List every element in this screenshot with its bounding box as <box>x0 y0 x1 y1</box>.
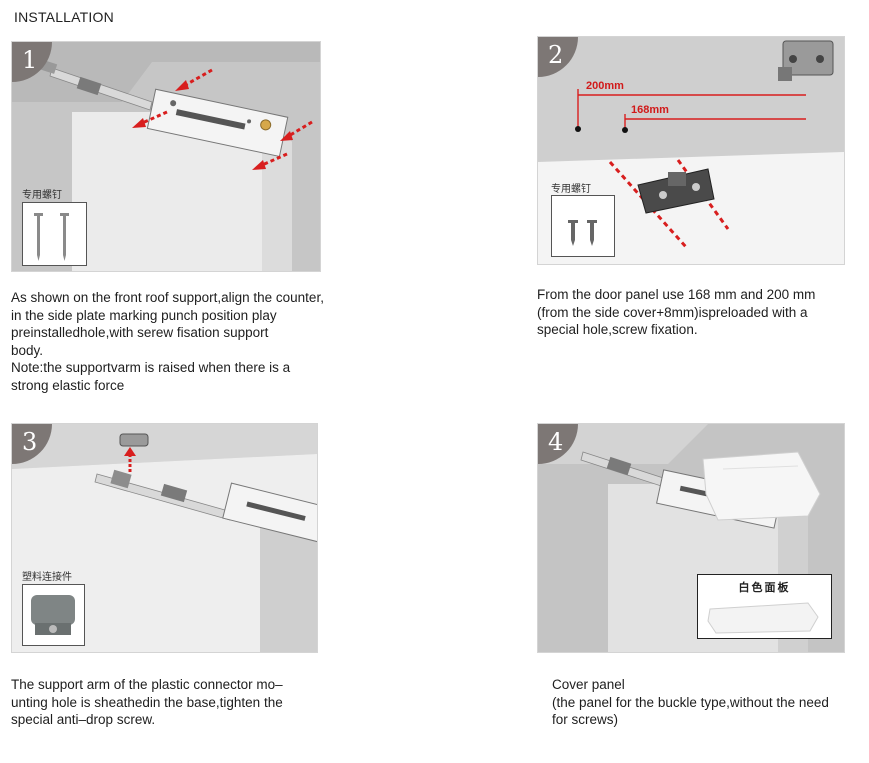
step-3-badge: 3 <box>12 424 52 464</box>
red-arrow-icon <box>124 447 136 472</box>
step-2-caption: From the door panel use 168 mm and 200 m… <box>537 286 815 339</box>
caption-line: (the panel for the buckle type,without t… <box>552 694 829 710</box>
cover-panel-icon <box>702 451 821 521</box>
step-4-panel-inset: 白色面板 <box>697 574 832 639</box>
cover-panel-icon <box>707 602 819 634</box>
connector-icon <box>119 433 149 447</box>
step-4-caption: Cover panel (the panel for the buckle ty… <box>552 676 829 729</box>
dimension-168mm: 168mm <box>631 104 669 116</box>
step-1-caption: As shown on the front roof support,align… <box>11 289 324 394</box>
caption-line: unting hole is sheathedin the base,tight… <box>11 694 283 710</box>
red-arrow-icon <box>132 68 313 170</box>
step-3-inset-label: 塑料连接件 <box>22 572 72 583</box>
caption-line: As shown on the front roof support,align… <box>11 290 324 305</box>
screw-icon <box>34 213 69 261</box>
step-3-illustration: 3 塑料连接件 <box>11 423 318 653</box>
caption-line: for screws) <box>552 712 619 727</box>
connector-icon <box>31 595 75 635</box>
step-1-illustration: 1 专用螺钉 <box>11 41 321 272</box>
caption-line: body. <box>11 342 44 358</box>
caption-line: The support arm of the plastic connector… <box>11 677 283 692</box>
step-3-caption: The support arm of the plastic connector… <box>11 676 283 729</box>
step-1-drawing <box>12 42 320 271</box>
step-3-drawing <box>12 424 317 652</box>
page-title: INSTALLATION <box>14 9 114 25</box>
caption-line: strong elastic force <box>11 377 125 393</box>
bracket-icon <box>778 40 834 81</box>
step-1-screws-inset <box>22 202 87 266</box>
caption-line: in the side plate marking punch position… <box>11 307 277 323</box>
caption-line: special hole,screw fixation. <box>537 322 698 337</box>
caption-line: From the door panel use 168 mm and 200 m… <box>537 287 816 302</box>
step-4-inset-label: 白色面板 <box>738 581 791 594</box>
caption-line: preinstalledhole,with serew fisation sup… <box>11 325 269 340</box>
bracket-icon <box>637 168 715 214</box>
screw-icon <box>568 220 597 246</box>
dimension-200mm: 200mm <box>586 80 624 92</box>
step-4-illustration: 4 白色面板 <box>537 423 845 653</box>
step-2-inset-label: 专用螺钉 <box>551 184 591 195</box>
step-1-inset-label: 专用螺钉 <box>22 190 62 201</box>
caption-line: (from the side cover+8mm)ispreloaded wit… <box>537 304 808 320</box>
step-3-connector-inset <box>22 584 85 646</box>
step-2-screws-inset <box>551 195 615 257</box>
caption-line: Cover panel <box>552 677 625 692</box>
caption-line: special anti–drop screw. <box>11 712 156 727</box>
caption-line: Note:the supportvarm is raised when ther… <box>11 360 291 375</box>
step-2-illustration: 2 200mm 168mm 专用螺钉 <box>537 36 845 265</box>
